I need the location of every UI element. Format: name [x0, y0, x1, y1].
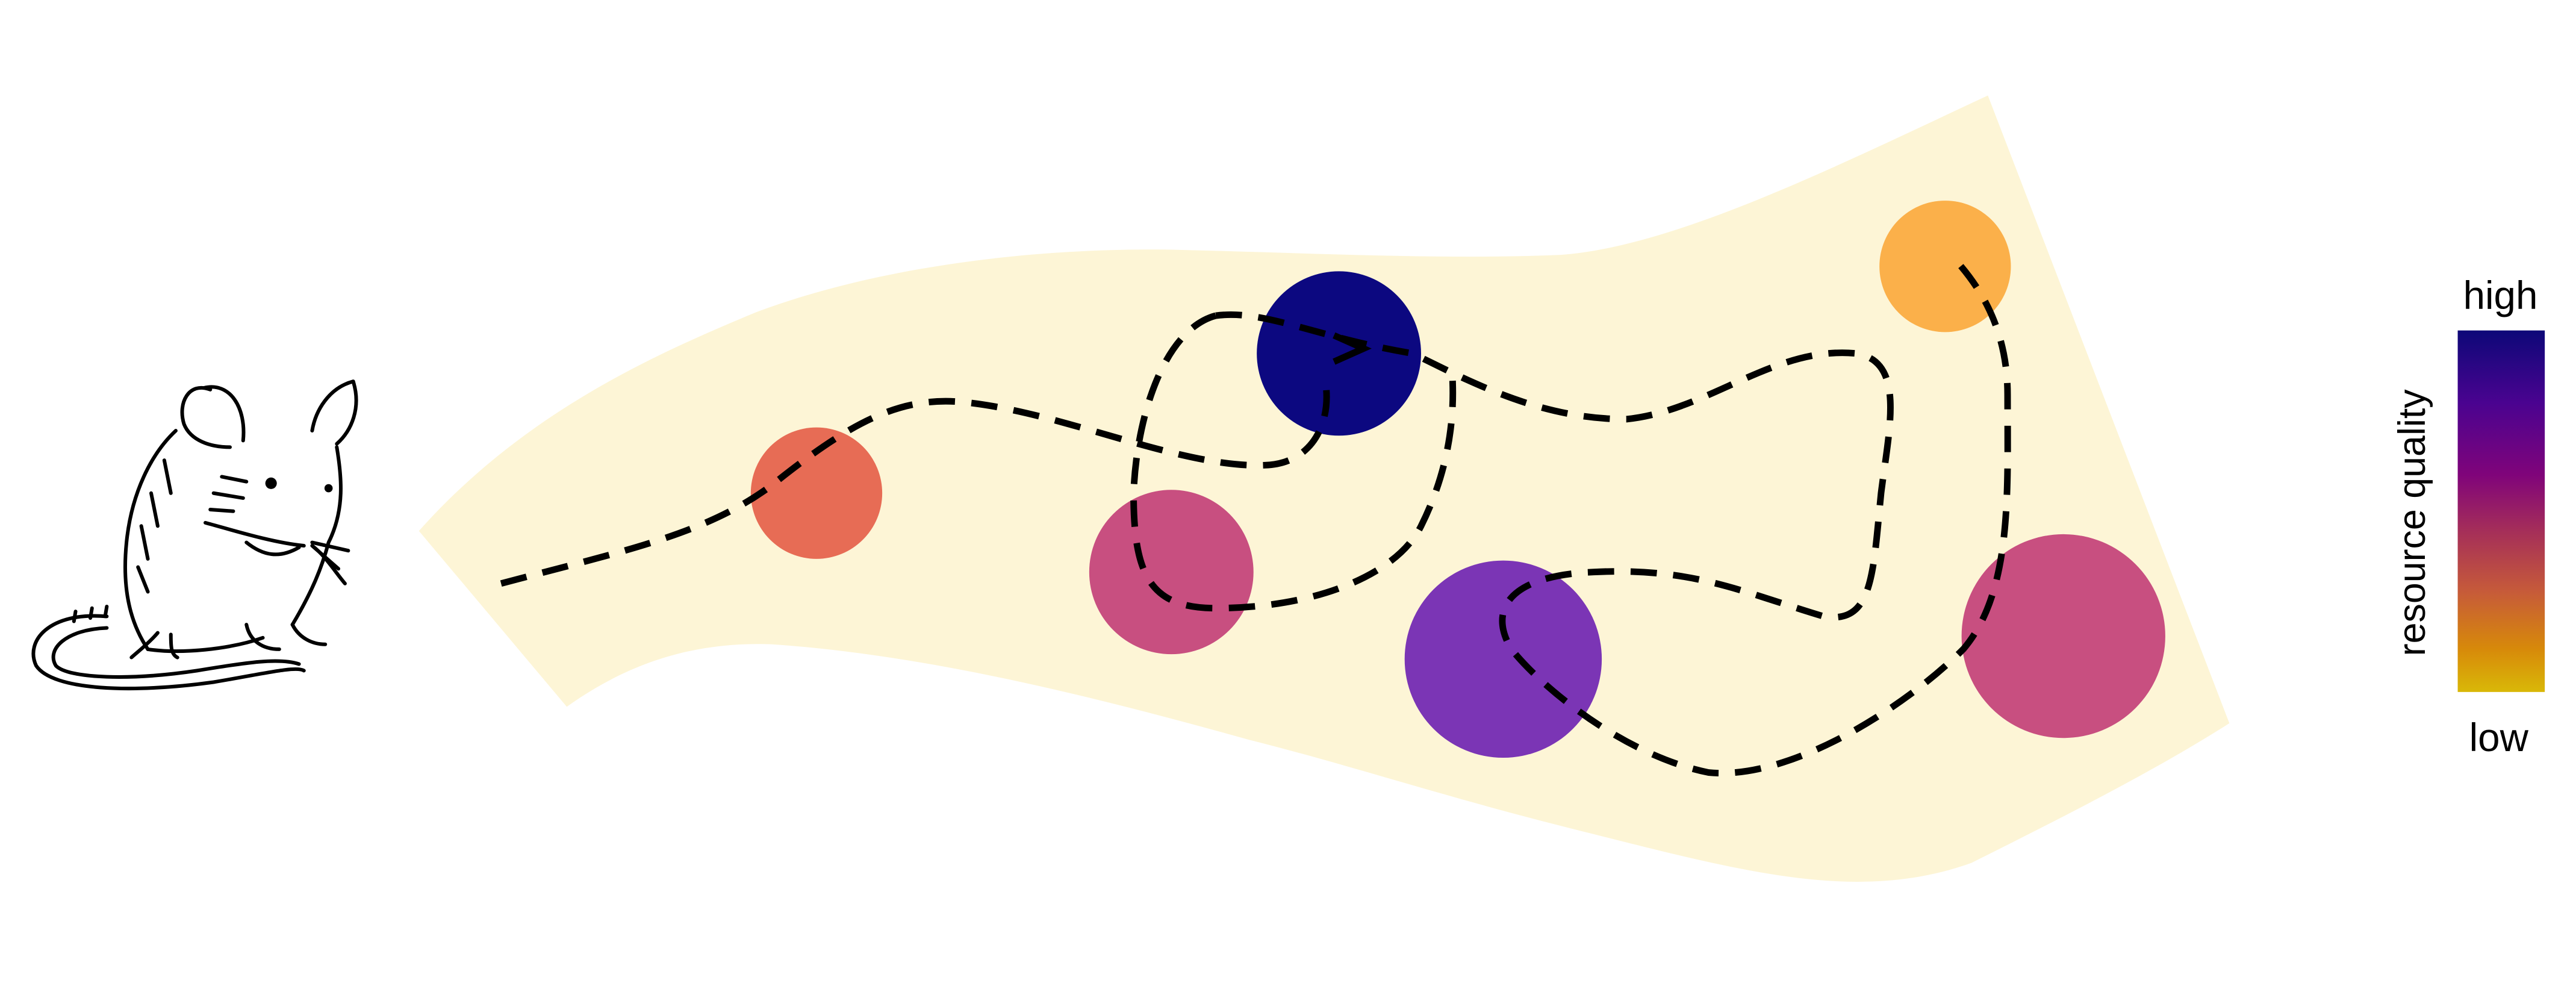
legend-high-label: high — [2463, 273, 2538, 317]
resource-patch-6 — [1961, 534, 2165, 738]
resource-patch-3 — [1257, 271, 1421, 436]
resource-patch-2 — [1089, 490, 1254, 655]
movement-path — [500, 261, 2011, 777]
mouse-illustration — [31, 379, 358, 690]
resource-patch-4 — [1404, 560, 1602, 758]
legend-low-label: low — [2469, 716, 2529, 760]
resource-patch-5 — [1879, 201, 2011, 332]
habitat-region — [418, 95, 2230, 882]
legend-title: resource quality — [2391, 389, 2433, 657]
resource-patch-1 — [750, 427, 883, 559]
arrow-head-icon — [1333, 332, 1372, 365]
legend-color-bar — [2457, 330, 2545, 692]
quality-legend: high low resource quality — [2391, 273, 2545, 760]
